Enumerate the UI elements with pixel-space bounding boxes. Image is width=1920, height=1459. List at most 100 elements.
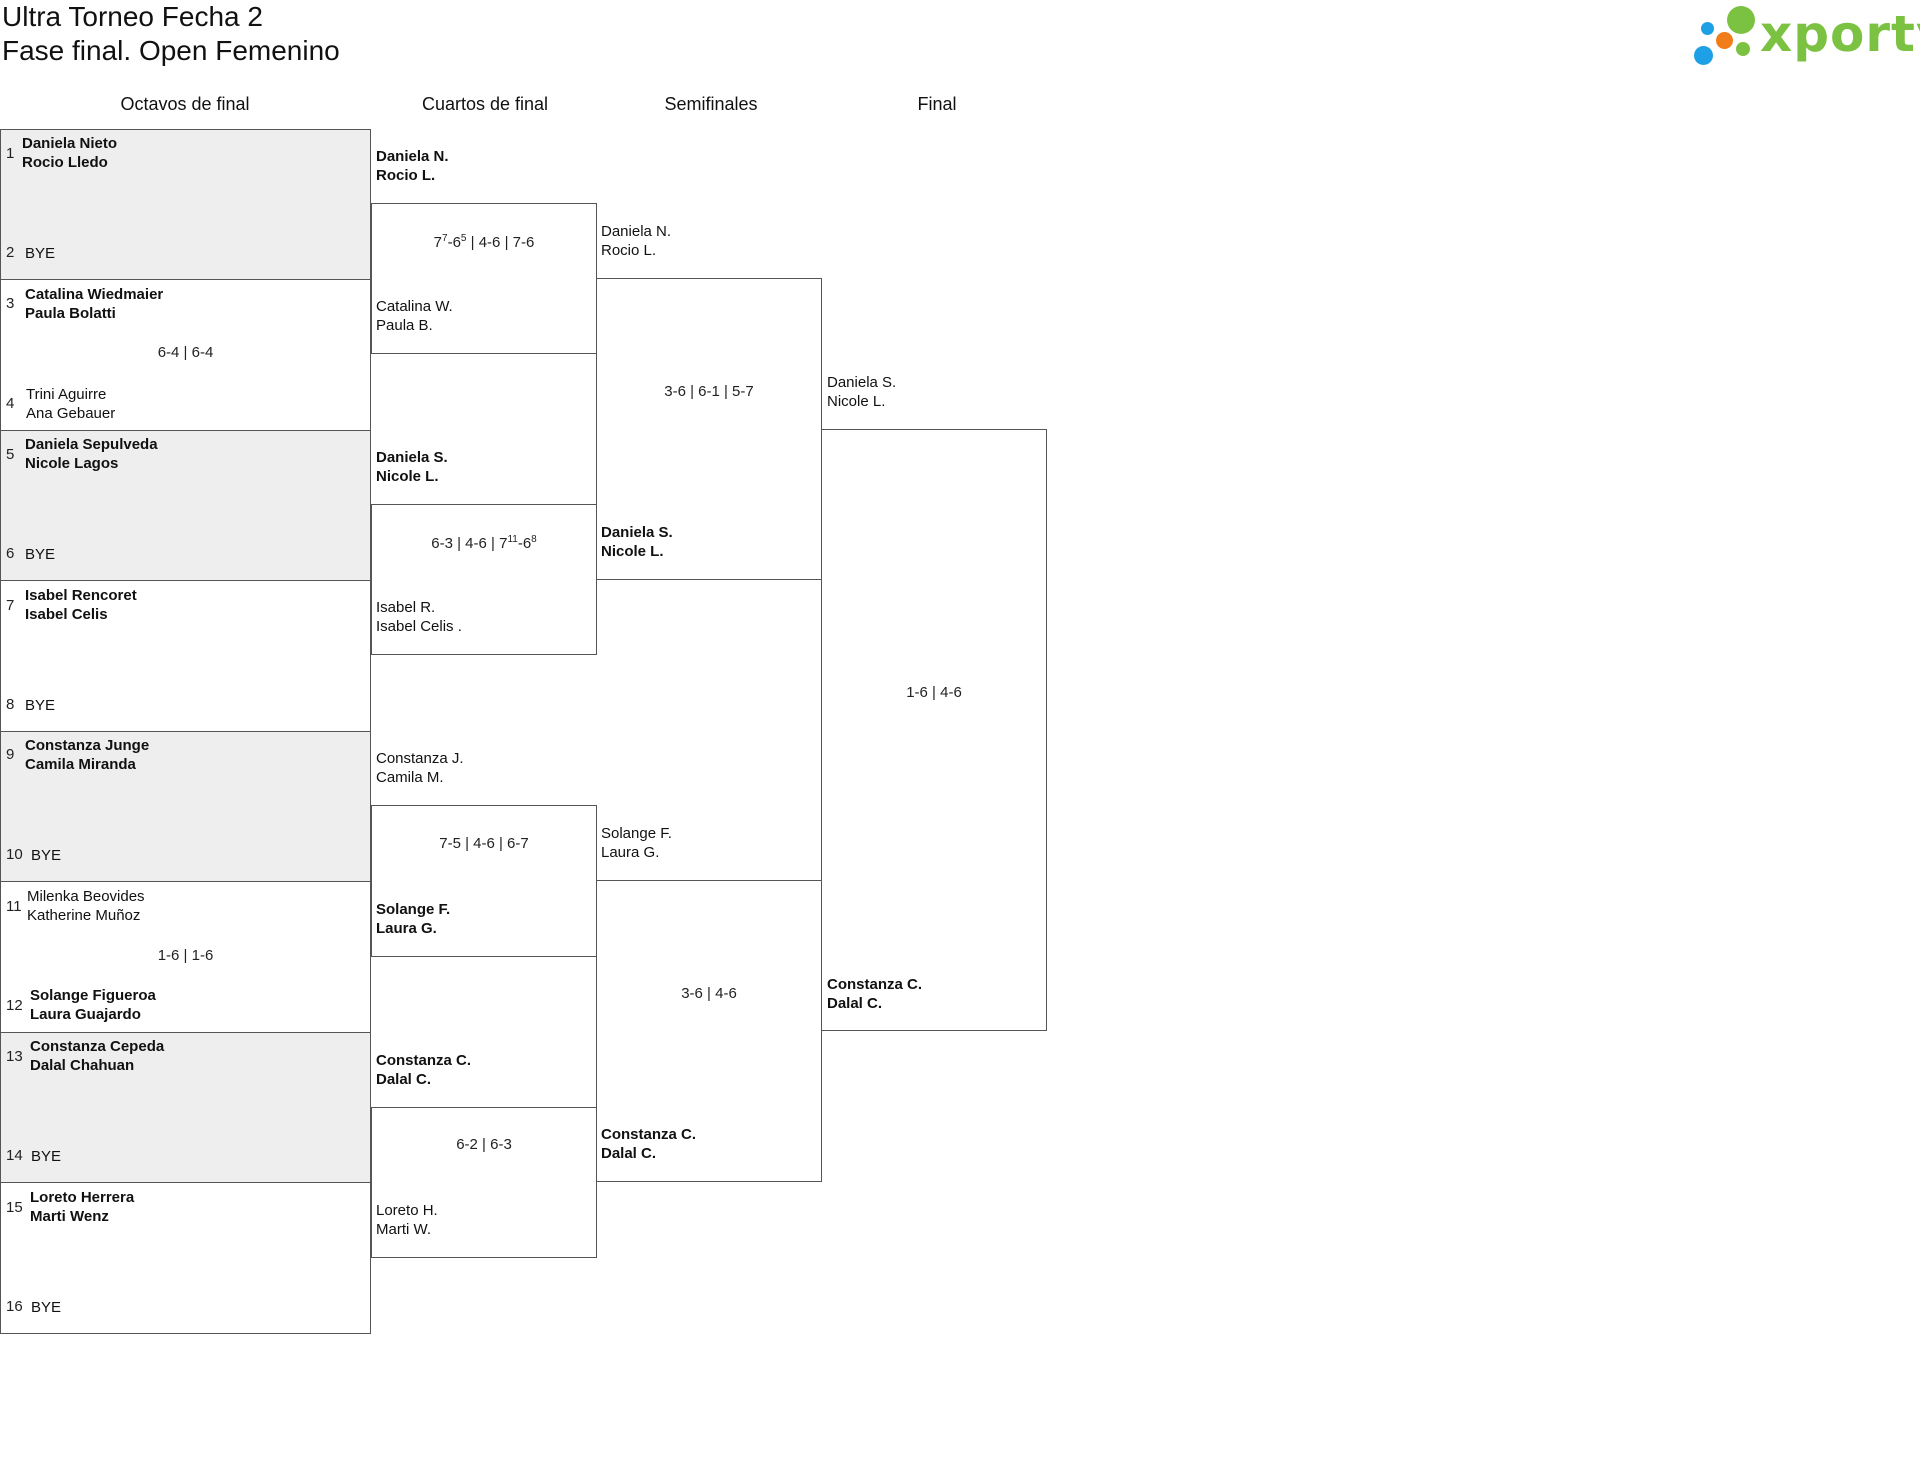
tiebreak-score: 7 xyxy=(442,233,448,244)
round-header-octavos: Octavos de final xyxy=(120,94,250,114)
seed-number: 10 xyxy=(6,846,23,863)
r16-team-bottom: Trini Aguirre Ana Gebauer xyxy=(26,385,115,423)
player-name: Daniela N. xyxy=(376,148,449,165)
player-name: Constanza C. xyxy=(376,1052,472,1069)
player-name: Constanza C. xyxy=(601,1126,697,1143)
player-name: Trini Aguirre xyxy=(26,386,107,403)
r16-team-bye: BYE xyxy=(25,545,55,564)
sf-team-bottom: Constanza C. Dalal C. xyxy=(601,1125,696,1163)
r16-team-top: Isabel Rencoret Isabel Celis xyxy=(25,586,137,624)
qf-team-bottom: Catalina W. Paula B. xyxy=(376,297,453,335)
sf-team-bottom: Daniela S. Nicole L. xyxy=(601,523,673,561)
sf-team-top: Daniela N. Rocio L. xyxy=(601,222,671,260)
match-score: 1-6 | 4-6 xyxy=(906,684,962,701)
r16-match-8 xyxy=(0,1182,371,1334)
r16-team-top: Catalina Wiedmaier Paula Bolatti xyxy=(25,285,163,323)
player-name: Daniela Nieto xyxy=(22,135,118,152)
player-name: Isabel R. xyxy=(376,599,436,616)
seed-number: 1 xyxy=(6,145,15,162)
player-name: Marti W. xyxy=(376,1221,431,1238)
seed-number: 11 xyxy=(6,898,22,915)
round-header-final: Final xyxy=(917,94,957,114)
page-subtitle: Fase final. Open Femenino xyxy=(2,35,340,66)
tiebreak-score: 11 xyxy=(507,534,518,545)
final-team-bottom: Constanza C. Dalal C. xyxy=(827,975,922,1013)
tiebreak-score: 8 xyxy=(531,534,537,545)
player-name: Daniela Sepulveda xyxy=(25,436,158,453)
player-name: Catalina Wiedmaier xyxy=(25,286,164,303)
player-name: Laura G. xyxy=(601,844,660,861)
player-name: Nicole L. xyxy=(376,468,439,485)
player-name: Daniela N. xyxy=(601,223,672,240)
player-name: Isabel Celis xyxy=(25,606,108,623)
player-name: Dalal Chahuan xyxy=(30,1057,135,1074)
score-part: 6-3 | 4-6 | 7 xyxy=(431,535,508,552)
player-name: Paula B. xyxy=(376,317,433,334)
player-name: Catalina W. xyxy=(376,298,453,315)
player-name: Rocio L. xyxy=(376,167,436,184)
r16-match-1 xyxy=(0,129,371,280)
player-name: Constanza C. xyxy=(827,976,923,993)
player-name: Nicole L. xyxy=(601,543,664,560)
seed-number: 5 xyxy=(6,446,15,463)
qf-match-4 xyxy=(371,1107,597,1258)
final-team-top: Daniela S. Nicole L. xyxy=(827,373,896,411)
seed-number: 12 xyxy=(6,997,23,1014)
match-score: 3-6 | 6-1 | 5-7 xyxy=(664,383,754,400)
r16-team-bye: BYE xyxy=(25,244,55,263)
tiebreak-score: 5 xyxy=(460,233,467,244)
player-name: Milenka Beovides xyxy=(27,888,145,905)
seed-number: 6 xyxy=(6,545,15,562)
player-name: Nicole L. xyxy=(827,393,886,410)
score-part: | 4-6 | 7-6 xyxy=(466,234,535,251)
r16-match-7 xyxy=(0,1032,371,1183)
round-header-cuartos: Cuartos de final xyxy=(421,94,549,114)
final-match xyxy=(821,429,1047,1031)
player-name: Paula Bolatti xyxy=(25,305,116,322)
match-score: 1-6 | 1-6 xyxy=(157,947,214,964)
player-name: Loreto H. xyxy=(376,1202,438,1219)
logo-dot-orange xyxy=(1716,32,1733,49)
player-name: Nicole Lagos xyxy=(25,455,119,472)
r16-team-top: Daniela Nieto Rocio Lledo xyxy=(22,134,117,172)
match-score: 7-5 | 4-6 | 6-7 xyxy=(439,835,529,852)
xporty-logo: xporty xyxy=(1692,2,1920,68)
player-name: Laura Guajardo xyxy=(30,1006,141,1023)
player-name: Solange F. xyxy=(601,825,672,842)
bye-label: BYE xyxy=(31,847,62,864)
r16-team-bye: BYE xyxy=(31,846,61,865)
player-name: Camila M. xyxy=(376,769,444,786)
sf-team-top: Solange F. Laura G. xyxy=(601,824,672,862)
bye-label: BYE xyxy=(25,245,56,262)
player-name: Rocio L. xyxy=(601,242,657,259)
score-part: -6 xyxy=(447,234,461,251)
seed-number: 16 xyxy=(6,1298,23,1315)
player-name: Solange Figueroa xyxy=(30,987,156,1004)
r16-team-bye: BYE xyxy=(25,696,55,715)
seed-number: 8 xyxy=(6,696,15,713)
r16-team-top: Daniela Sepulveda Nicole Lagos xyxy=(25,435,158,473)
player-name: Rocio Lledo xyxy=(22,154,108,171)
seed-number: 7 xyxy=(6,597,15,614)
logo-wordmark: xporty xyxy=(1760,5,1920,63)
qf-team-bottom: Loreto H. Marti W. xyxy=(376,1201,438,1239)
player-name: Constanza Cepeda xyxy=(30,1038,165,1055)
r16-match-5 xyxy=(0,731,371,882)
match-score: 77-65 | 4-6 | 7-6 xyxy=(371,233,597,251)
r16-team-bye: BYE xyxy=(31,1147,61,1166)
r16-team-top: Milenka Beovides Katherine Muñoz xyxy=(27,887,145,925)
r16-team-bottom: Solange Figueroa Laura Guajardo xyxy=(30,986,156,1024)
bye-label: BYE xyxy=(25,697,56,714)
r16-team-top: Constanza Junge Camila Miranda xyxy=(25,736,149,774)
qf-team-top: Daniela S. Nicole L. xyxy=(376,448,448,486)
player-name: Ana Gebauer xyxy=(26,405,116,422)
seed-number: 15 xyxy=(6,1199,23,1216)
bye-label: BYE xyxy=(31,1299,62,1316)
match-score: 6-2 | 6-3 xyxy=(456,1136,512,1153)
logo-dot-blue-large xyxy=(1694,46,1713,65)
player-name: Isabel Rencoret xyxy=(25,587,137,604)
logo-dot-green xyxy=(1727,6,1755,34)
sf-match-2 xyxy=(596,880,822,1182)
r16-team-bye: BYE xyxy=(31,1298,61,1317)
player-name: Daniela S. xyxy=(601,524,673,541)
